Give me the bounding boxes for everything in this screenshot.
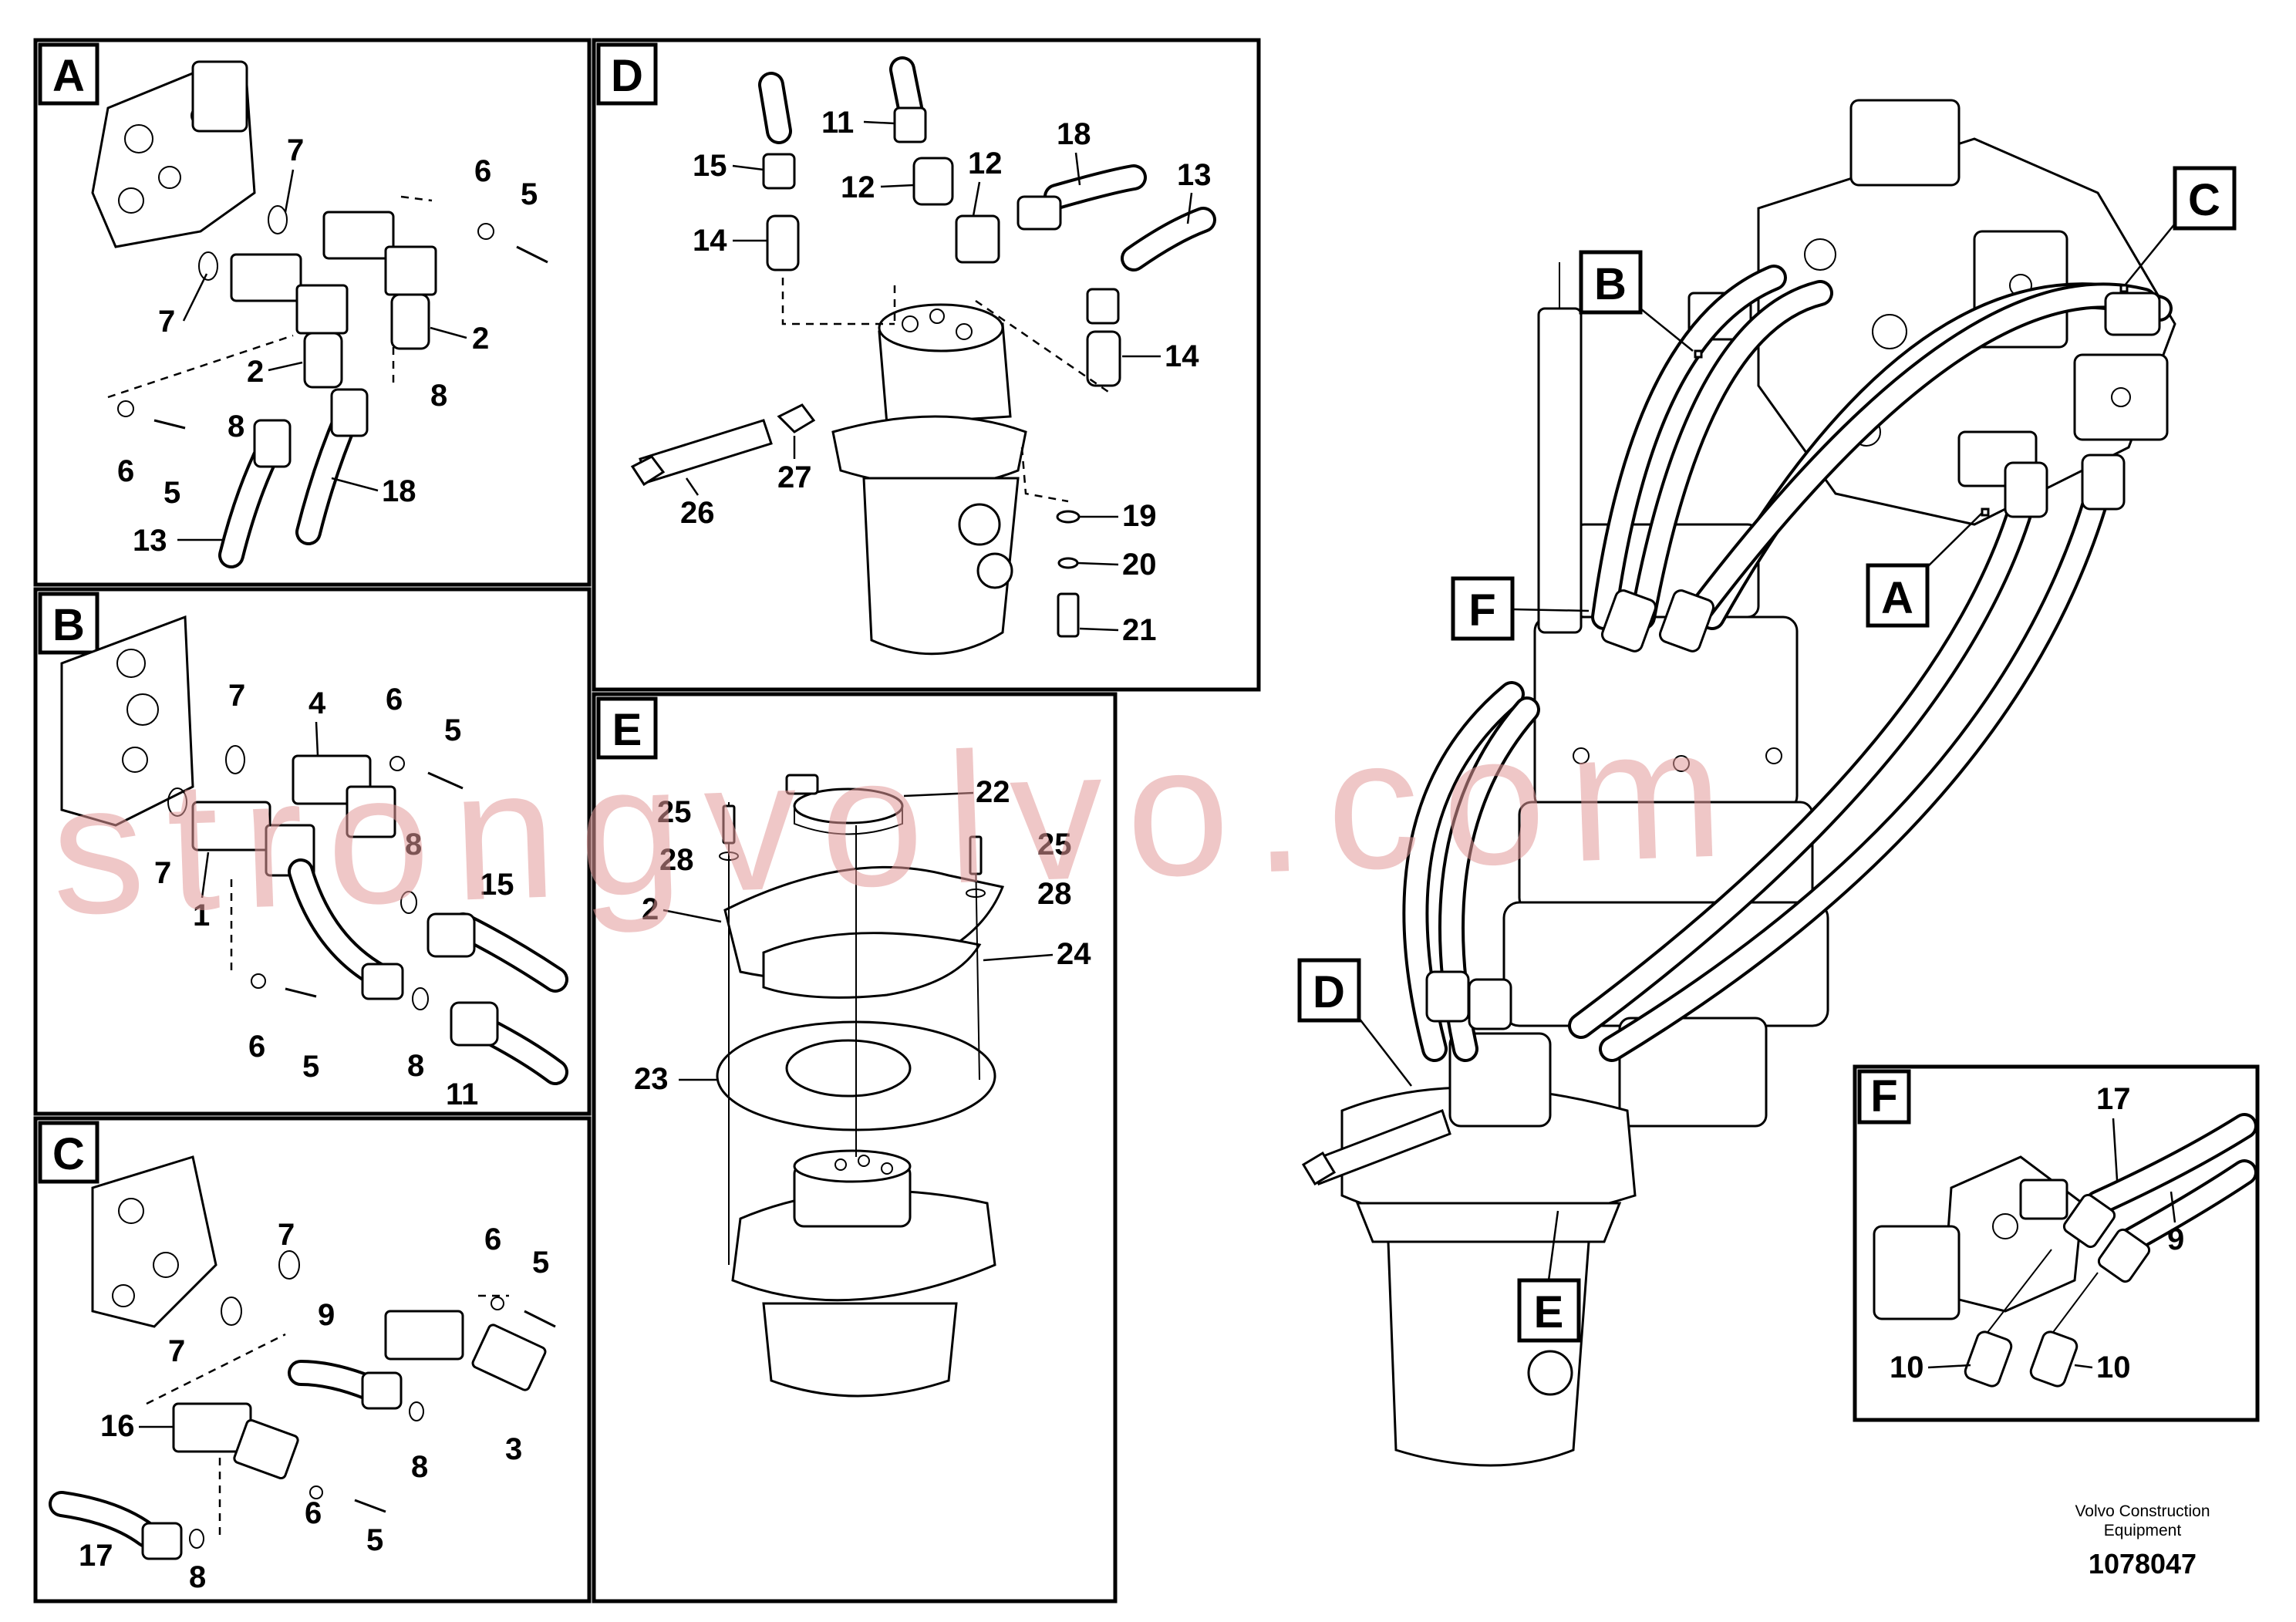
panel-d: D 11 15 — [592, 38, 1261, 692]
valve-block-a — [91, 60, 256, 248]
panel-f: F 17 9 10 10 — [1853, 1064, 2260, 1422]
callout-d-11: 11 — [821, 106, 854, 140]
callout-b-7b: 7 — [154, 856, 171, 890]
callout-a-7a: 7 — [287, 133, 304, 167]
swivel-joint-main — [1301, 1032, 1637, 1467]
callout-a-6b: 6 — [117, 454, 134, 488]
callout-a-6a: 6 — [474, 154, 491, 188]
valve-block-c — [91, 1155, 217, 1328]
valve-section-f — [1873, 1155, 2084, 1320]
callout-d-15: 15 — [693, 149, 727, 183]
callout-c-17: 17 — [79, 1539, 113, 1573]
callout-b-5b: 5 — [302, 1050, 319, 1084]
panel-c-letter: C — [52, 1129, 85, 1179]
callout-a-8a: 8 — [430, 379, 447, 413]
swivel-joint-d — [831, 303, 1027, 656]
cover-plates-e — [716, 865, 1005, 1131]
callout-d-19: 19 — [1122, 499, 1157, 533]
callout-d-27: 27 — [777, 460, 812, 494]
callout-d-21: 21 — [1122, 613, 1157, 647]
footer-company-line1: Volvo Construction — [2075, 1502, 2210, 1520]
valve-block-b — [60, 615, 194, 827]
callout-c-7a: 7 — [278, 1218, 295, 1252]
overview-tag-d: D — [1313, 967, 1345, 1017]
callout-d-13: 13 — [1177, 158, 1212, 192]
callout-f-17: 17 — [2096, 1082, 2131, 1116]
callout-a-5a: 5 — [521, 177, 538, 211]
callout-c-6a: 6 — [484, 1222, 501, 1256]
callout-b-7a: 7 — [228, 679, 245, 713]
callout-c-16: 16 — [100, 1409, 135, 1443]
callout-e-24: 24 — [1057, 937, 1091, 971]
callout-a-8b: 8 — [228, 410, 244, 443]
hose-clamp-e — [785, 774, 904, 835]
callout-d-14b: 14 — [1165, 339, 1199, 373]
callout-f-10b: 10 — [2096, 1351, 2131, 1384]
callout-a-5b: 5 — [164, 476, 180, 510]
drawing-number: 1078047 — [2089, 1548, 2197, 1580]
overview-tags: B C A F D E — [1297, 166, 2237, 1343]
callout-e-25b: 25 — [1037, 828, 1072, 862]
callout-d-14a: 14 — [693, 224, 727, 258]
callout-b-8a: 8 — [405, 828, 422, 862]
panel-e: E 25 22 28 25 28 — [592, 692, 1118, 1603]
adapter-a — [303, 293, 430, 389]
callout-e-28a: 28 — [659, 843, 694, 877]
callout-d-20: 20 — [1122, 548, 1157, 582]
overview-tag-c: C — [2188, 175, 2220, 225]
panel-b: B 7 4 6 5 7 1 8 15 6 5 — [33, 587, 592, 1116]
callout-b-5a: 5 — [444, 713, 461, 747]
callout-b-6b: 6 — [248, 1030, 265, 1064]
callout-b-11: 11 — [446, 1077, 478, 1111]
footer-company-line2: Equipment — [2104, 1522, 2182, 1539]
callout-b-8b: 8 — [407, 1049, 424, 1083]
panel-e-letter: E — [612, 705, 642, 755]
callout-d-12a: 12 — [841, 170, 875, 204]
panel-d-letter: D — [611, 51, 643, 101]
overview-tag-e: E — [1534, 1287, 1564, 1337]
callout-e-2: 2 — [642, 892, 659, 926]
footer: Volvo Construction Equipment 1078047 — [2075, 1502, 2210, 1580]
callout-c-3: 3 — [505, 1432, 522, 1466]
callout-c-5b: 5 — [366, 1523, 383, 1557]
callout-c-9: 9 — [318, 1298, 335, 1332]
callout-e-25a: 25 — [657, 795, 692, 829]
callout-c-5a: 5 — [532, 1246, 549, 1280]
callout-c-8a: 8 — [411, 1450, 428, 1484]
callout-a-2a: 2 — [247, 355, 264, 389]
overview-tag-b: B — [1594, 259, 1627, 309]
callout-a-7b: 7 — [158, 305, 175, 339]
callout-c-7b: 7 — [168, 1334, 185, 1368]
callout-d-18: 18 — [1057, 117, 1091, 151]
callout-e-22: 22 — [976, 775, 1010, 809]
overview-tag-a: A — [1881, 573, 1913, 623]
swivel-body-e — [731, 1149, 996, 1398]
panel-a: A 7 7 6 5 — [33, 38, 592, 587]
callout-f-10a: 10 — [1890, 1351, 1924, 1384]
callout-c-6b: 6 — [305, 1496, 322, 1530]
callout-b-4: 4 — [308, 686, 326, 720]
callout-b-15: 15 — [480, 868, 514, 902]
watermark: strongvolvo.com — [48, 687, 1748, 953]
overview-tag-f: F — [1468, 585, 1495, 636]
callout-b-6a: 6 — [386, 683, 403, 717]
callout-c-8b: 8 — [189, 1560, 206, 1594]
callout-e-28b: 28 — [1037, 877, 1072, 911]
callout-d-26: 26 — [680, 496, 715, 530]
callout-a-13: 13 — [133, 524, 167, 558]
panel-f-letter: F — [1870, 1071, 1897, 1121]
panel-c: C 7 6 5 7 9 16 3 8 6 5 17 — [33, 1116, 592, 1603]
callout-a-2b: 2 — [472, 322, 489, 356]
callout-e-23: 23 — [634, 1062, 669, 1096]
callout-f-9: 9 — [2167, 1222, 2184, 1256]
callout-a-18: 18 — [382, 474, 416, 508]
callout-b-1: 1 — [193, 899, 210, 932]
callout-d-12b: 12 — [968, 147, 1003, 180]
panel-b-letter: B — [52, 600, 85, 650]
panel-a-letter: A — [52, 51, 85, 101]
